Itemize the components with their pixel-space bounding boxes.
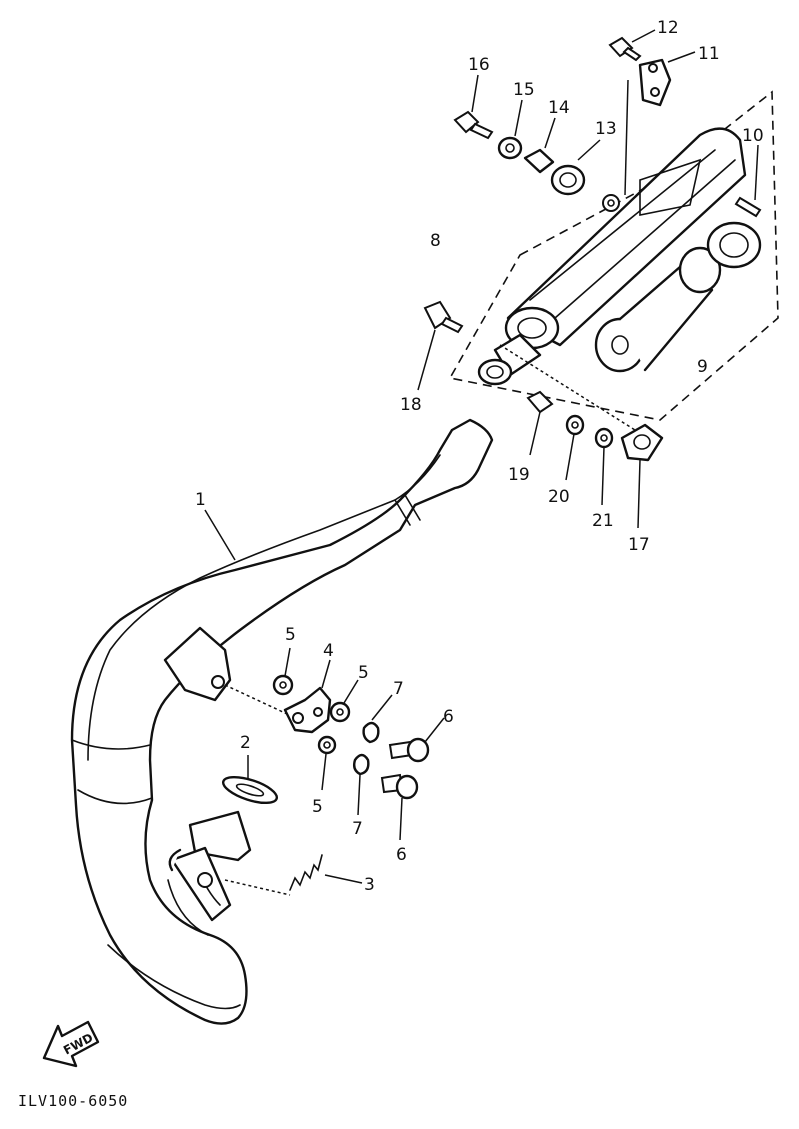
fwd-arrow-icon: FWD xyxy=(42,1020,100,1068)
bolt-16 xyxy=(453,74,494,140)
washer-5b xyxy=(329,679,359,723)
washer-5a xyxy=(272,647,294,696)
washer-5c xyxy=(317,735,337,791)
label-5c: 5 xyxy=(312,797,323,817)
exhaust-chamber xyxy=(70,418,494,1025)
label-5b: 5 xyxy=(358,663,369,683)
label-13: 13 xyxy=(595,119,617,139)
lock-washer-7a xyxy=(362,694,393,744)
spring-3 xyxy=(289,854,363,891)
label-7a: 7 xyxy=(393,679,404,699)
label-14: 14 xyxy=(548,98,570,118)
collar-14 xyxy=(523,117,556,174)
stay-4 xyxy=(283,659,332,734)
bolt-19 xyxy=(526,390,554,456)
label-4: 4 xyxy=(323,641,334,661)
drawing-code: ILV100-6050 xyxy=(18,1092,128,1110)
bolt-6b xyxy=(380,773,419,841)
silencer-packing xyxy=(594,221,762,373)
label-6a: 6 xyxy=(443,707,454,727)
label-10: 10 xyxy=(742,126,764,146)
label-6b: 6 xyxy=(396,845,407,865)
label-19: 19 xyxy=(508,465,530,485)
label-21: 21 xyxy=(592,511,614,531)
label-2: 2 xyxy=(240,733,251,753)
washer-20 xyxy=(565,414,585,481)
gasket-2 xyxy=(221,755,279,805)
lock-washer-7b xyxy=(352,753,370,816)
label-11: 11 xyxy=(698,44,720,64)
label-1: 1 xyxy=(195,490,206,510)
label-18: 18 xyxy=(400,395,422,415)
label-12: 12 xyxy=(657,18,679,38)
flange-17 xyxy=(499,344,664,529)
washer-21 xyxy=(594,427,614,506)
bolt-6a xyxy=(388,717,445,763)
bolt-12 xyxy=(608,29,656,62)
bolt-18 xyxy=(417,300,464,391)
label-3: 3 xyxy=(364,875,375,895)
label-7b: 7 xyxy=(352,819,363,839)
bolt-10 xyxy=(734,144,762,218)
silencer-body xyxy=(477,127,747,386)
label-17: 17 xyxy=(628,535,650,555)
washer-15 xyxy=(497,99,523,160)
label-8: 8 xyxy=(430,231,441,251)
grommet-13 xyxy=(550,139,601,196)
label-9: 9 xyxy=(697,357,708,377)
label-20: 20 xyxy=(548,487,570,507)
label-15: 15 xyxy=(513,80,535,100)
label-16: 16 xyxy=(468,55,490,75)
label-5a: 5 xyxy=(285,625,296,645)
bracket-11 xyxy=(624,51,696,196)
